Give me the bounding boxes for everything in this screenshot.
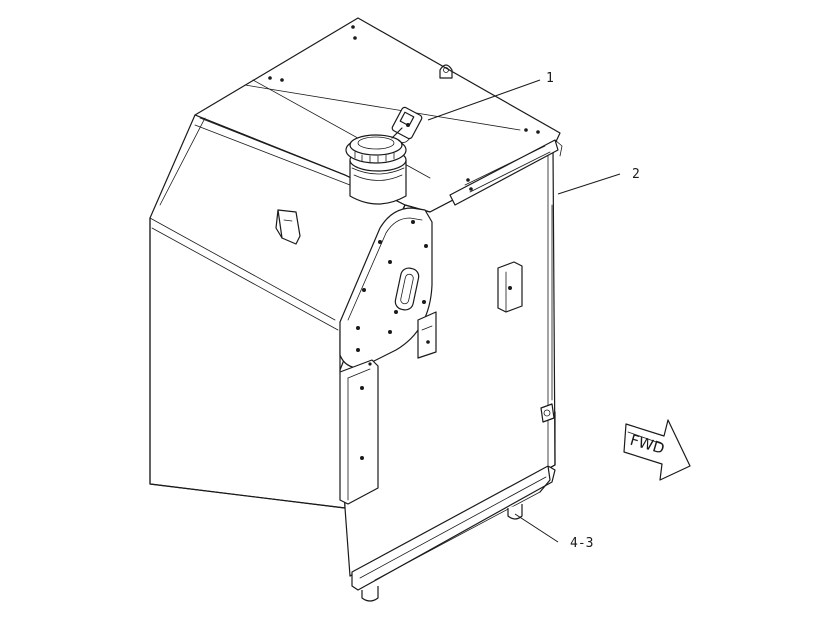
callout-1: 1 xyxy=(427,71,554,121)
tank-handle xyxy=(275,209,301,245)
corner-strap xyxy=(339,359,379,505)
side-clip xyxy=(540,403,555,423)
filler-neck xyxy=(345,134,407,205)
callout-4-3: 4-3 xyxy=(514,513,593,551)
callout-label-4-3: 4-3 xyxy=(570,536,593,551)
leader-line-2 xyxy=(557,173,621,195)
vent-fitting xyxy=(391,106,423,143)
leader-line-1 xyxy=(427,79,541,121)
callout-2: 2 xyxy=(557,167,640,195)
lower-bracket xyxy=(417,311,437,359)
skid-plate xyxy=(351,465,556,602)
lifting-eye xyxy=(439,64,453,79)
arrow-icon xyxy=(623,419,691,481)
corner-bracket xyxy=(339,207,433,369)
callout-label-1: 1 xyxy=(546,71,554,86)
side-block xyxy=(497,261,523,313)
top-rail xyxy=(449,139,563,206)
callout-label-2: 2 xyxy=(632,167,640,182)
top-bolts xyxy=(268,25,540,191)
leader-line-4-3 xyxy=(514,513,559,543)
fwd-arrow: FWD xyxy=(623,419,691,481)
